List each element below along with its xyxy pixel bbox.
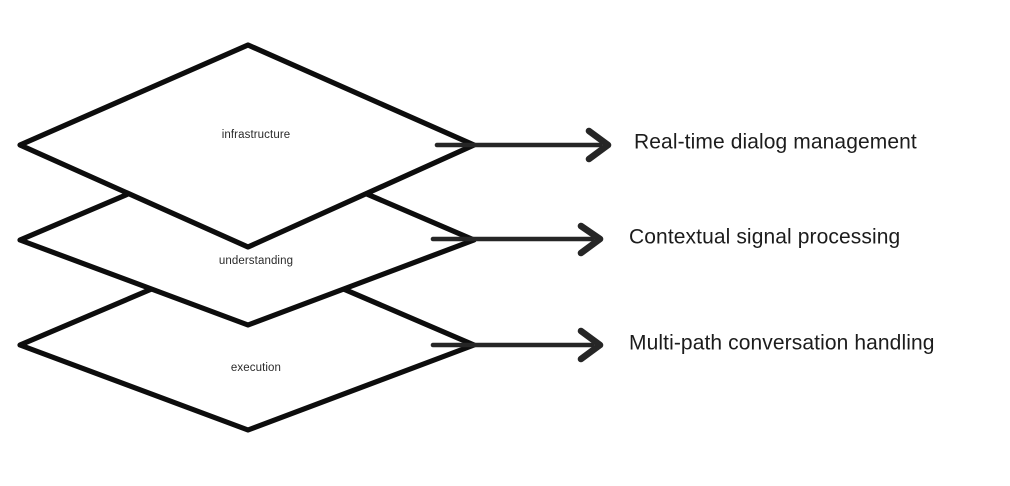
callout-execution-label: Multi-path conversation handling	[629, 332, 935, 355]
arrow-head-icon	[577, 222, 604, 257]
layer-understanding-label: understanding	[219, 255, 293, 267]
callout-understanding[interactable]: Contextual signal processing	[430, 222, 900, 257]
callout-infrastructure-label: Real-time dialog management	[634, 131, 917, 154]
layer-execution-label: execution	[231, 362, 281, 374]
arrow-head-icon	[585, 127, 612, 163]
layer-infrastructure-label: infrastructure	[222, 129, 291, 141]
callout-infrastructure[interactable]: Real-time dialog management	[434, 127, 917, 163]
callout-understanding-label: Contextual signal processing	[629, 226, 900, 249]
callout-execution[interactable]: Multi-path conversation handling	[430, 327, 935, 363]
arrow-head-icon	[577, 327, 604, 363]
